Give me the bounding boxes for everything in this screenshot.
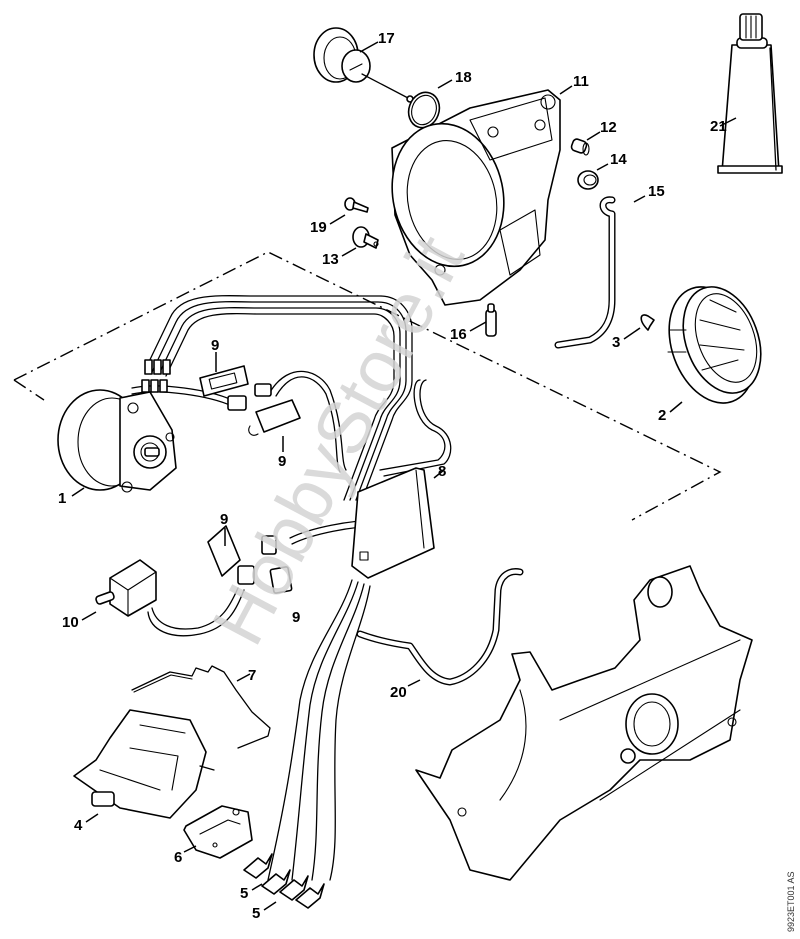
wire-harness [131, 295, 452, 881]
part-9-connector-e[interactable] [269, 566, 293, 594]
watermark-text: HobbyStore.it [196, 222, 480, 657]
callout-1: 1 [58, 490, 66, 507]
part-5-cable-terminals[interactable] [243, 853, 325, 909]
callout-9b: 9 [278, 453, 286, 470]
part-11-fan-housing[interactable] [379, 89, 561, 306]
leader-lines [71, 41, 737, 911]
part-17-filler-cap[interactable] [313, 27, 414, 103]
part-9-connector-c[interactable] [248, 399, 301, 436]
callout-16: 16 [450, 326, 467, 343]
part-9-connector-a[interactable] [199, 365, 249, 397]
callout-10: 10 [62, 614, 79, 631]
callout-5b: 5 [252, 905, 260, 922]
callout-15: 15 [648, 183, 665, 200]
part-2-fan-wheel[interactable] [654, 275, 775, 415]
callout-12: 12 [600, 119, 617, 136]
part-13-adjuster[interactable] [352, 226, 379, 249]
part-14-bush[interactable] [577, 170, 599, 190]
part-10-switch[interactable] [95, 559, 157, 617]
callout-9d: 9 [292, 609, 300, 626]
callout-13: 13 [322, 251, 339, 268]
part-3-retaining-clip[interactable] [640, 314, 655, 331]
callout-20: 20 [390, 684, 407, 701]
callout-4: 4 [74, 817, 83, 834]
part-18-o-ring[interactable] [404, 88, 445, 132]
reference-code: 9923ET001 AS [786, 871, 796, 932]
part-19-screw[interactable] [344, 197, 369, 213]
assembly-boundary [13, 251, 722, 521]
callout-8: 8 [438, 463, 446, 480]
callout-2: 2 [658, 407, 666, 424]
crankcase-housing [415, 565, 753, 881]
part-9-connector-b[interactable] [227, 383, 272, 411]
part-16-valve[interactable] [485, 303, 497, 337]
assembly-boundary-left [13, 379, 45, 401]
part-8-control-unit[interactable] [351, 467, 435, 579]
callout-7: 7 [248, 667, 256, 684]
part-7-wire-spring[interactable] [131, 665, 271, 749]
part-9-connector-d[interactable] [207, 525, 277, 585]
callout-9c: 9 [220, 511, 228, 528]
part-4-mounting-bracket[interactable] [73, 709, 215, 819]
part-15-hose[interactable] [554, 196, 616, 349]
part-20-hose[interactable] [356, 568, 524, 686]
callout-18: 18 [455, 69, 472, 86]
callout-19: 19 [310, 219, 327, 236]
part-12-sleeve[interactable] [570, 138, 590, 156]
callout-5a: 5 [240, 885, 248, 902]
part-6-contact-plate[interactable] [183, 805, 253, 859]
callouts: 17 18 11 12 14 15 19 13 16 3 2 21 9 9 9 … [58, 30, 727, 922]
part-1-ignition-module[interactable] [57, 359, 177, 493]
callout-14: 14 [610, 151, 627, 168]
callout-3: 3 [612, 334, 620, 351]
callout-21: 21 [710, 118, 727, 135]
part-21-grease-tube[interactable] [717, 13, 783, 174]
callout-9a: 9 [211, 337, 219, 354]
callout-17: 17 [378, 30, 395, 47]
callout-6: 6 [174, 849, 182, 866]
callout-11: 11 [573, 73, 589, 90]
